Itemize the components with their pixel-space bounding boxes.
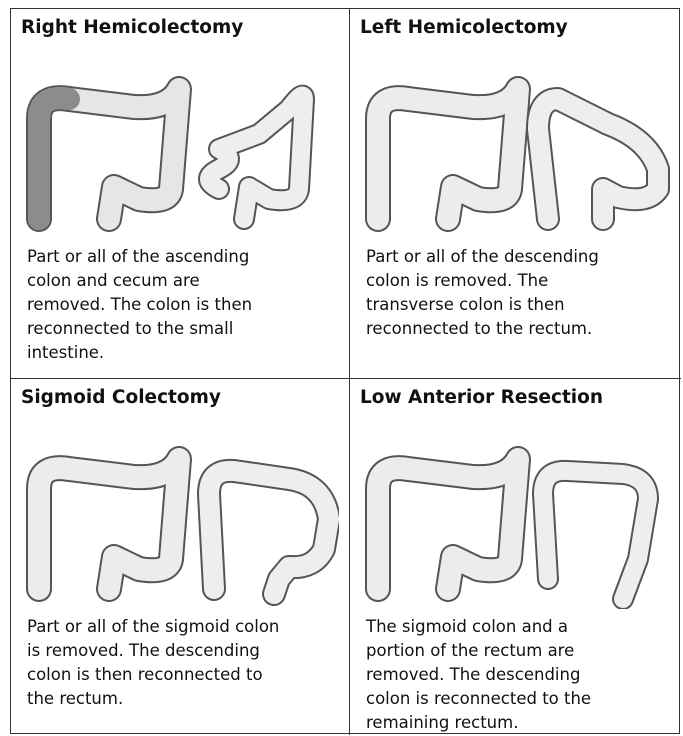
panel-description: Part or all of the descending colon is r…	[366, 245, 676, 341]
colon-illustration	[358, 439, 678, 609]
colon-illustration	[19, 69, 339, 239]
panel-left-hemicolectomy: Left Hemicolectomy Part or all of the de…	[350, 9, 681, 379]
panel-low-anterior-resection: Low Anterior Resection The sigmoid colon…	[350, 379, 681, 735]
panel-description: The sigmoid colon and a portion of the r…	[366, 615, 676, 735]
panel-title: Sigmoid Colectomy	[21, 387, 221, 408]
panel-title: Right Hemicolectomy	[21, 17, 243, 38]
resected-segment	[39, 98, 69, 219]
panel-description: Part or all of the sigmoid colon is remo…	[27, 615, 337, 711]
panel-right-hemicolectomy: Right Hemicolectomy Part or all of the a…	[11, 9, 350, 379]
colon-illustration	[358, 69, 678, 239]
colon-illustration	[19, 439, 339, 609]
procedures-grid: Right Hemicolectomy Part or all of the a…	[10, 8, 680, 734]
panel-title: Low Anterior Resection	[360, 387, 603, 408]
panel-sigmoid-colectomy: Sigmoid Colectomy Part or all of the sig…	[11, 379, 350, 735]
panel-title: Left Hemicolectomy	[360, 17, 568, 38]
panel-description: Part or all of the ascending colon and c…	[27, 245, 337, 365]
